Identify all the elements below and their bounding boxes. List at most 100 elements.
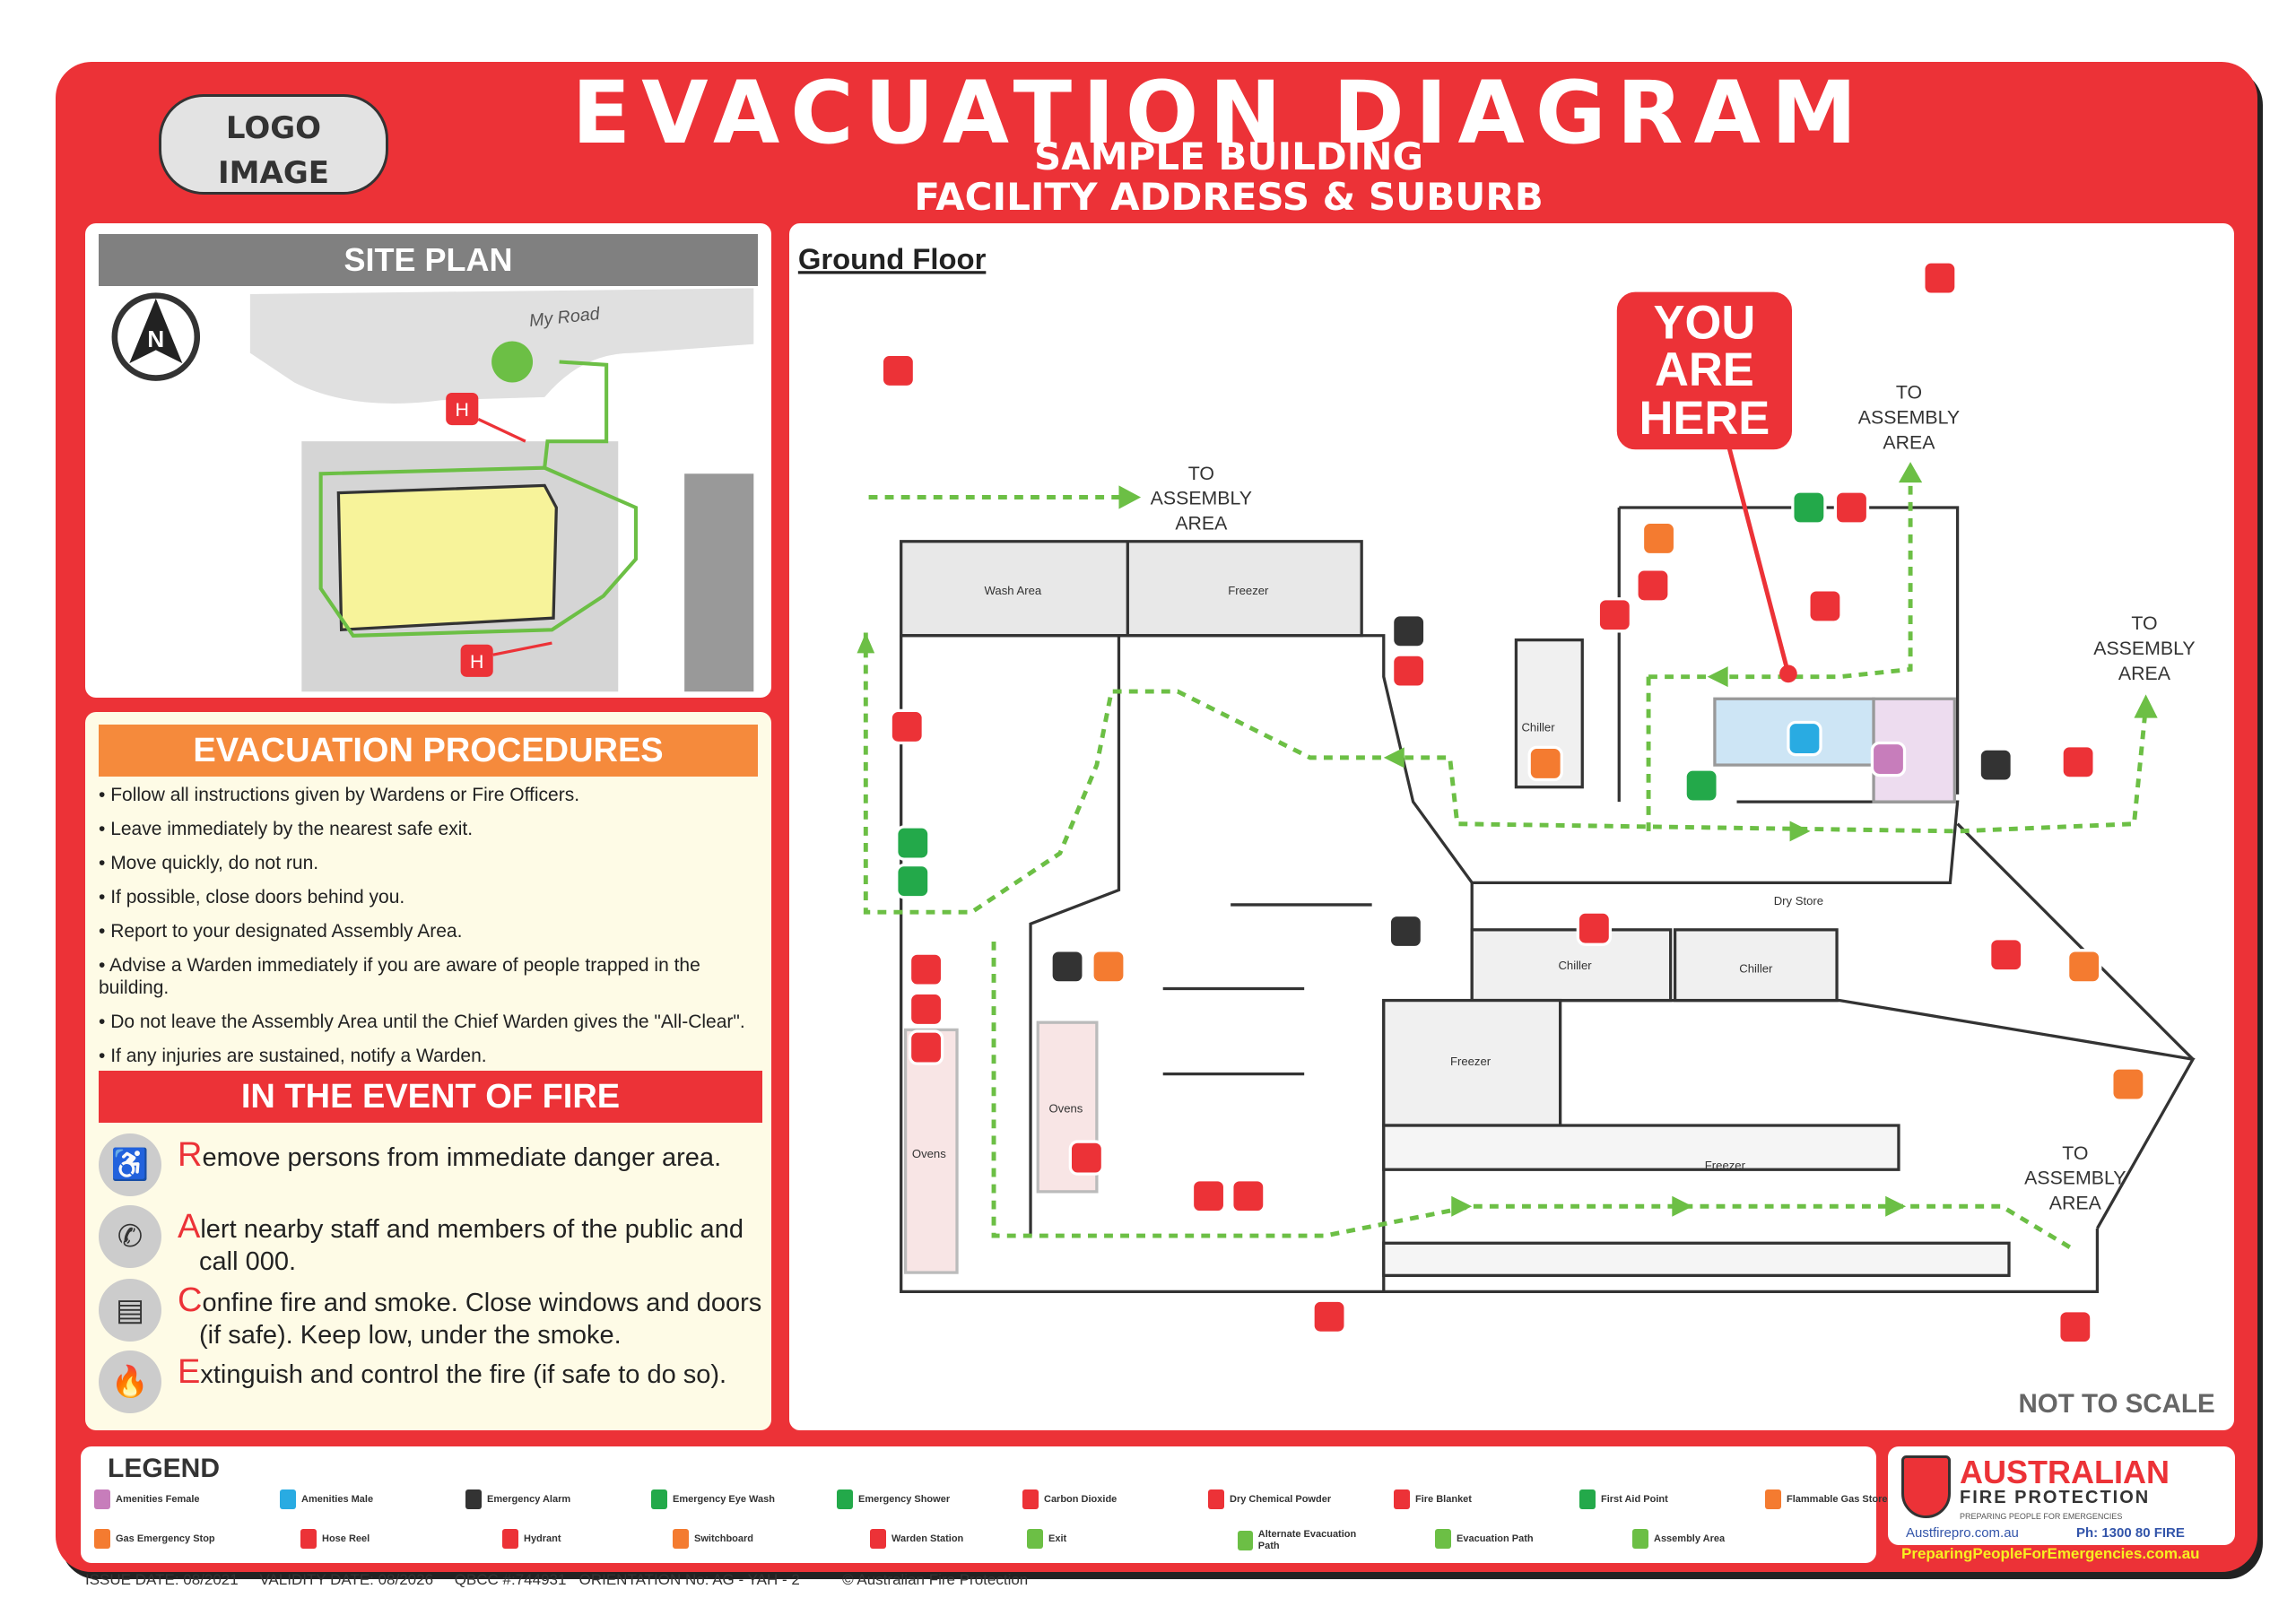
page-title: EVACUATION DIAGRAM bbox=[571, 63, 1868, 163]
fire-step-extinguish: 🔥Extinguish and control the fire (if saf… bbox=[99, 1350, 762, 1415]
emergency-eye-wash-icon bbox=[651, 1489, 667, 1509]
assembly-labels: TO ASSEMBLY AREA TO ASSEMBLY AREA TO ASS… bbox=[1151, 382, 2196, 1214]
legend-item: Amenities Female bbox=[94, 1489, 229, 1509]
step-letter: E bbox=[178, 1353, 201, 1391]
legend-label: Hose Reel bbox=[322, 1533, 370, 1544]
legend-item: Hose Reel bbox=[300, 1529, 435, 1549]
room-label: Chiller bbox=[1558, 959, 1592, 972]
hydrant-icon bbox=[502, 1529, 518, 1549]
legend-label: Gas Emergency Stop bbox=[116, 1533, 215, 1544]
legend-item: Gas Emergency Stop bbox=[94, 1529, 229, 1549]
legend-label: Hydrant bbox=[524, 1533, 561, 1544]
room-label: Dry Store bbox=[1774, 894, 1823, 908]
procedures-panel: EVACUATION PROCEDURES Follow all instruc… bbox=[85, 712, 771, 1430]
logo-text: IMAGE bbox=[218, 155, 329, 191]
flammable-gas-icon bbox=[2066, 949, 2102, 985]
assembly-area-icon bbox=[491, 341, 534, 383]
legend-label: Amenities Female bbox=[116, 1493, 200, 1505]
room-label: Wash Area bbox=[985, 584, 1042, 597]
fire-blanket-icon bbox=[1635, 568, 1671, 604]
step-letter: C bbox=[178, 1281, 203, 1319]
fire-step-remove: ♿Remove persons from immediate danger ar… bbox=[99, 1133, 762, 1198]
legend-label: Amenities Male bbox=[301, 1493, 374, 1505]
fire-extinguisher-icon bbox=[1596, 597, 1633, 633]
legend-item: Emergency Shower bbox=[837, 1489, 971, 1509]
legend-item: Exit bbox=[1027, 1529, 1161, 1549]
room-label: Chiller bbox=[1739, 961, 1773, 975]
flammable-gas-store-icon bbox=[1765, 1489, 1781, 1509]
procedures-title: EVACUATION PROCEDURES bbox=[99, 725, 758, 777]
legend-item: Assembly Area bbox=[1632, 1529, 1767, 1549]
brand-panel: AUSTRALIAN FIRE PROTECTION PREPARING PEO… bbox=[1888, 1446, 2235, 1545]
shield-flame-icon bbox=[1901, 1455, 1951, 1518]
legend-item: Emergency Alarm bbox=[465, 1489, 600, 1509]
brand-website-link[interactable]: Austfirepro.com.au bbox=[1906, 1525, 2019, 1541]
dry-chemical-powder-icon bbox=[1208, 1489, 1224, 1509]
procedure-item: Follow all instructions given by Wardens… bbox=[99, 784, 762, 806]
evacuation-route bbox=[318, 465, 639, 638]
issue-date: ISSUE DATE: 08/2021 bbox=[85, 1571, 239, 1588]
legend-item: Warden Station bbox=[870, 1529, 1004, 1549]
brand-subname: FIRE PROTECTION bbox=[1960, 1488, 2151, 1507]
fire-extinguisher-icon bbox=[1068, 1140, 1105, 1176]
remove-person-icon: ♿ bbox=[99, 1133, 161, 1196]
room-label: Ovens bbox=[1048, 1101, 1083, 1115]
exit-icon bbox=[1027, 1529, 1043, 1549]
legend-label: Assembly Area bbox=[1654, 1533, 1726, 1544]
evacuation-paths bbox=[863, 470, 2149, 1253]
legend-item: Hydrant bbox=[502, 1529, 637, 1549]
building-name: SAMPLE BUILDING bbox=[1033, 135, 1424, 178]
gas-emergency-stop-icon bbox=[94, 1529, 110, 1549]
fire-extinguisher-icon bbox=[908, 1029, 944, 1065]
legend-label: Alternate Evacuation Path bbox=[1257, 1529, 1357, 1551]
legend-item: Amenities Male bbox=[280, 1489, 414, 1509]
assembly-label: AREA bbox=[2049, 1193, 2102, 1214]
logo-text: LOGO bbox=[225, 110, 322, 146]
room-label: Freezer bbox=[1705, 1159, 1746, 1172]
legend-title: LEGEND bbox=[108, 1454, 221, 1483]
step-text: onfine fire and smoke. Close windows and… bbox=[199, 1289, 762, 1350]
floor-plan-panel: Ground Floor Wash Area Freezer Chiller D… bbox=[789, 223, 2234, 1430]
assembly-label: ASSEMBLY bbox=[2024, 1168, 2126, 1189]
emergency-alarm-icon bbox=[1049, 949, 1085, 985]
legend-item: Carbon Dioxide bbox=[1022, 1489, 1157, 1509]
legend-item: Alternate Evacuation Path bbox=[1238, 1529, 1372, 1552]
hydrant-icon bbox=[1922, 260, 1958, 296]
switchboard-icon bbox=[1527, 745, 1563, 782]
evacuation-path-icon bbox=[1435, 1529, 1451, 1549]
fire-step-alert: ✆Alert nearby staff and members of the p… bbox=[99, 1205, 762, 1277]
svg-text:H: H bbox=[470, 651, 483, 673]
fire-extinguisher-icon bbox=[1988, 937, 2024, 973]
assembly-label: AREA bbox=[2118, 663, 2171, 684]
legend-label: Flammable Gas Store bbox=[1787, 1493, 1888, 1505]
procedure-item: If any injuries are sustained, notify a … bbox=[99, 1045, 762, 1067]
hydrant-icon bbox=[446, 392, 479, 426]
eye-wash-icon bbox=[895, 825, 931, 861]
assembly-label: TO bbox=[1896, 382, 1922, 404]
legend-label: Carbon Dioxide bbox=[1044, 1493, 1118, 1505]
door-icon: ▤ bbox=[99, 1279, 161, 1342]
fire-blanket-icon bbox=[1394, 1489, 1410, 1509]
procedure-item: Do not leave the Assembly Area until the… bbox=[99, 1011, 762, 1033]
alternate-evacuation-path-icon bbox=[1238, 1531, 1253, 1550]
legend-label: Fire Blanket bbox=[1415, 1493, 1472, 1505]
procedure-item: Report to your designated Assembly Area. bbox=[99, 920, 762, 942]
assembly-label: AREA bbox=[1175, 513, 1228, 534]
building-footprint bbox=[336, 483, 558, 632]
procedure-item: Leave immediately by the nearest safe ex… bbox=[99, 818, 762, 840]
legend-label: Warden Station bbox=[891, 1533, 964, 1544]
legend-panel: LEGEND Amenities Female Amenities Male Eme… bbox=[81, 1446, 1888, 1563]
room-label: Ovens bbox=[912, 1147, 946, 1160]
legend-label: Emergency Eye Wash bbox=[673, 1493, 775, 1505]
procedure-item: Advise a Warden immediately if you are a… bbox=[99, 954, 762, 999]
brand-name: AUSTRALIAN bbox=[1960, 1454, 2170, 1490]
compass-label: N bbox=[147, 326, 164, 352]
step-text: emove persons from immediate danger area… bbox=[202, 1143, 722, 1172]
evacuation-route-to-assembly bbox=[543, 360, 609, 468]
warden-station-icon bbox=[1833, 490, 1870, 525]
validity-date: VALIDITY DATE: 08/2026 bbox=[259, 1571, 434, 1588]
procedures-list: Follow all instructions given by Wardens… bbox=[99, 784, 762, 1079]
brand-url-link[interactable]: PreparingPeopleForEmergencies.com.au bbox=[1901, 1545, 2200, 1562]
hose-reel-icon bbox=[2060, 744, 2096, 780]
amenities-female-icon bbox=[94, 1489, 110, 1509]
